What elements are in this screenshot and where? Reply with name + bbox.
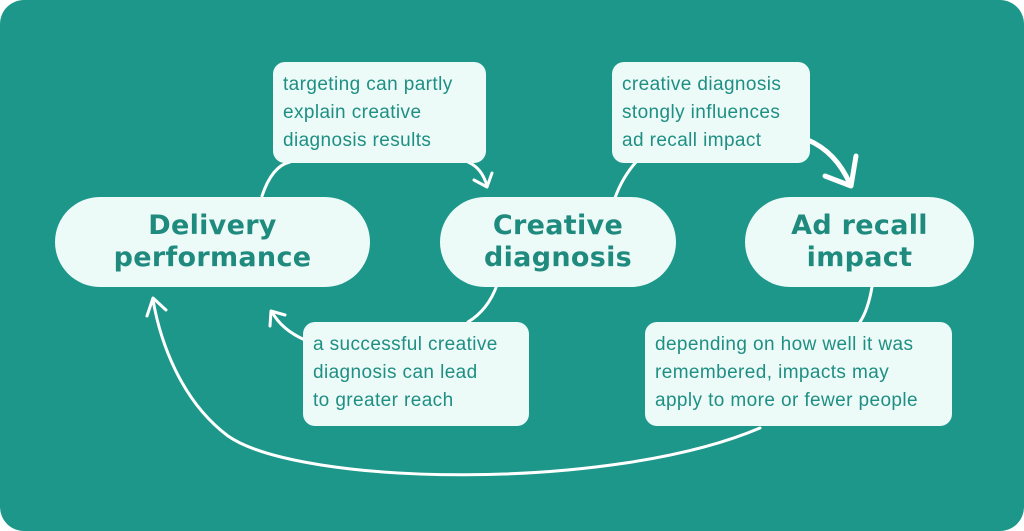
node-delivery-performance: Delivery performance xyxy=(55,197,370,287)
arc-creative-to-delivery xyxy=(466,283,499,324)
arc-recall-to-delivery-start xyxy=(858,285,874,324)
arc-recall-to-delivery xyxy=(151,298,762,477)
arrowhead-to-creative xyxy=(472,171,494,189)
note-creative-influence: creative diagnosis stongly influences ad… xyxy=(612,62,810,163)
arc-creative-to-recall-tail xyxy=(805,137,853,187)
arrowhead-to-recall xyxy=(822,153,859,189)
note-targeting: targeting can partly explain creative di… xyxy=(273,62,486,163)
arrowhead-to-delivery-loop xyxy=(145,296,168,318)
arc-creative-to-recall xyxy=(613,160,638,200)
note-remembered: depending on how well it was remembered,… xyxy=(645,322,952,426)
arc-delivery-to-creative xyxy=(260,160,292,198)
node-creative-diagnosis: Creative diagnosis xyxy=(440,197,676,287)
node-ad-recall-impact: Ad recall impact xyxy=(745,197,974,287)
note-reach: a successful creative diagnosis can lead… xyxy=(303,322,529,426)
arrowhead-to-delivery xyxy=(268,309,287,328)
arc-delivery-to-creative-tail xyxy=(466,160,489,188)
arc-creative-to-delivery-tail xyxy=(270,310,307,342)
